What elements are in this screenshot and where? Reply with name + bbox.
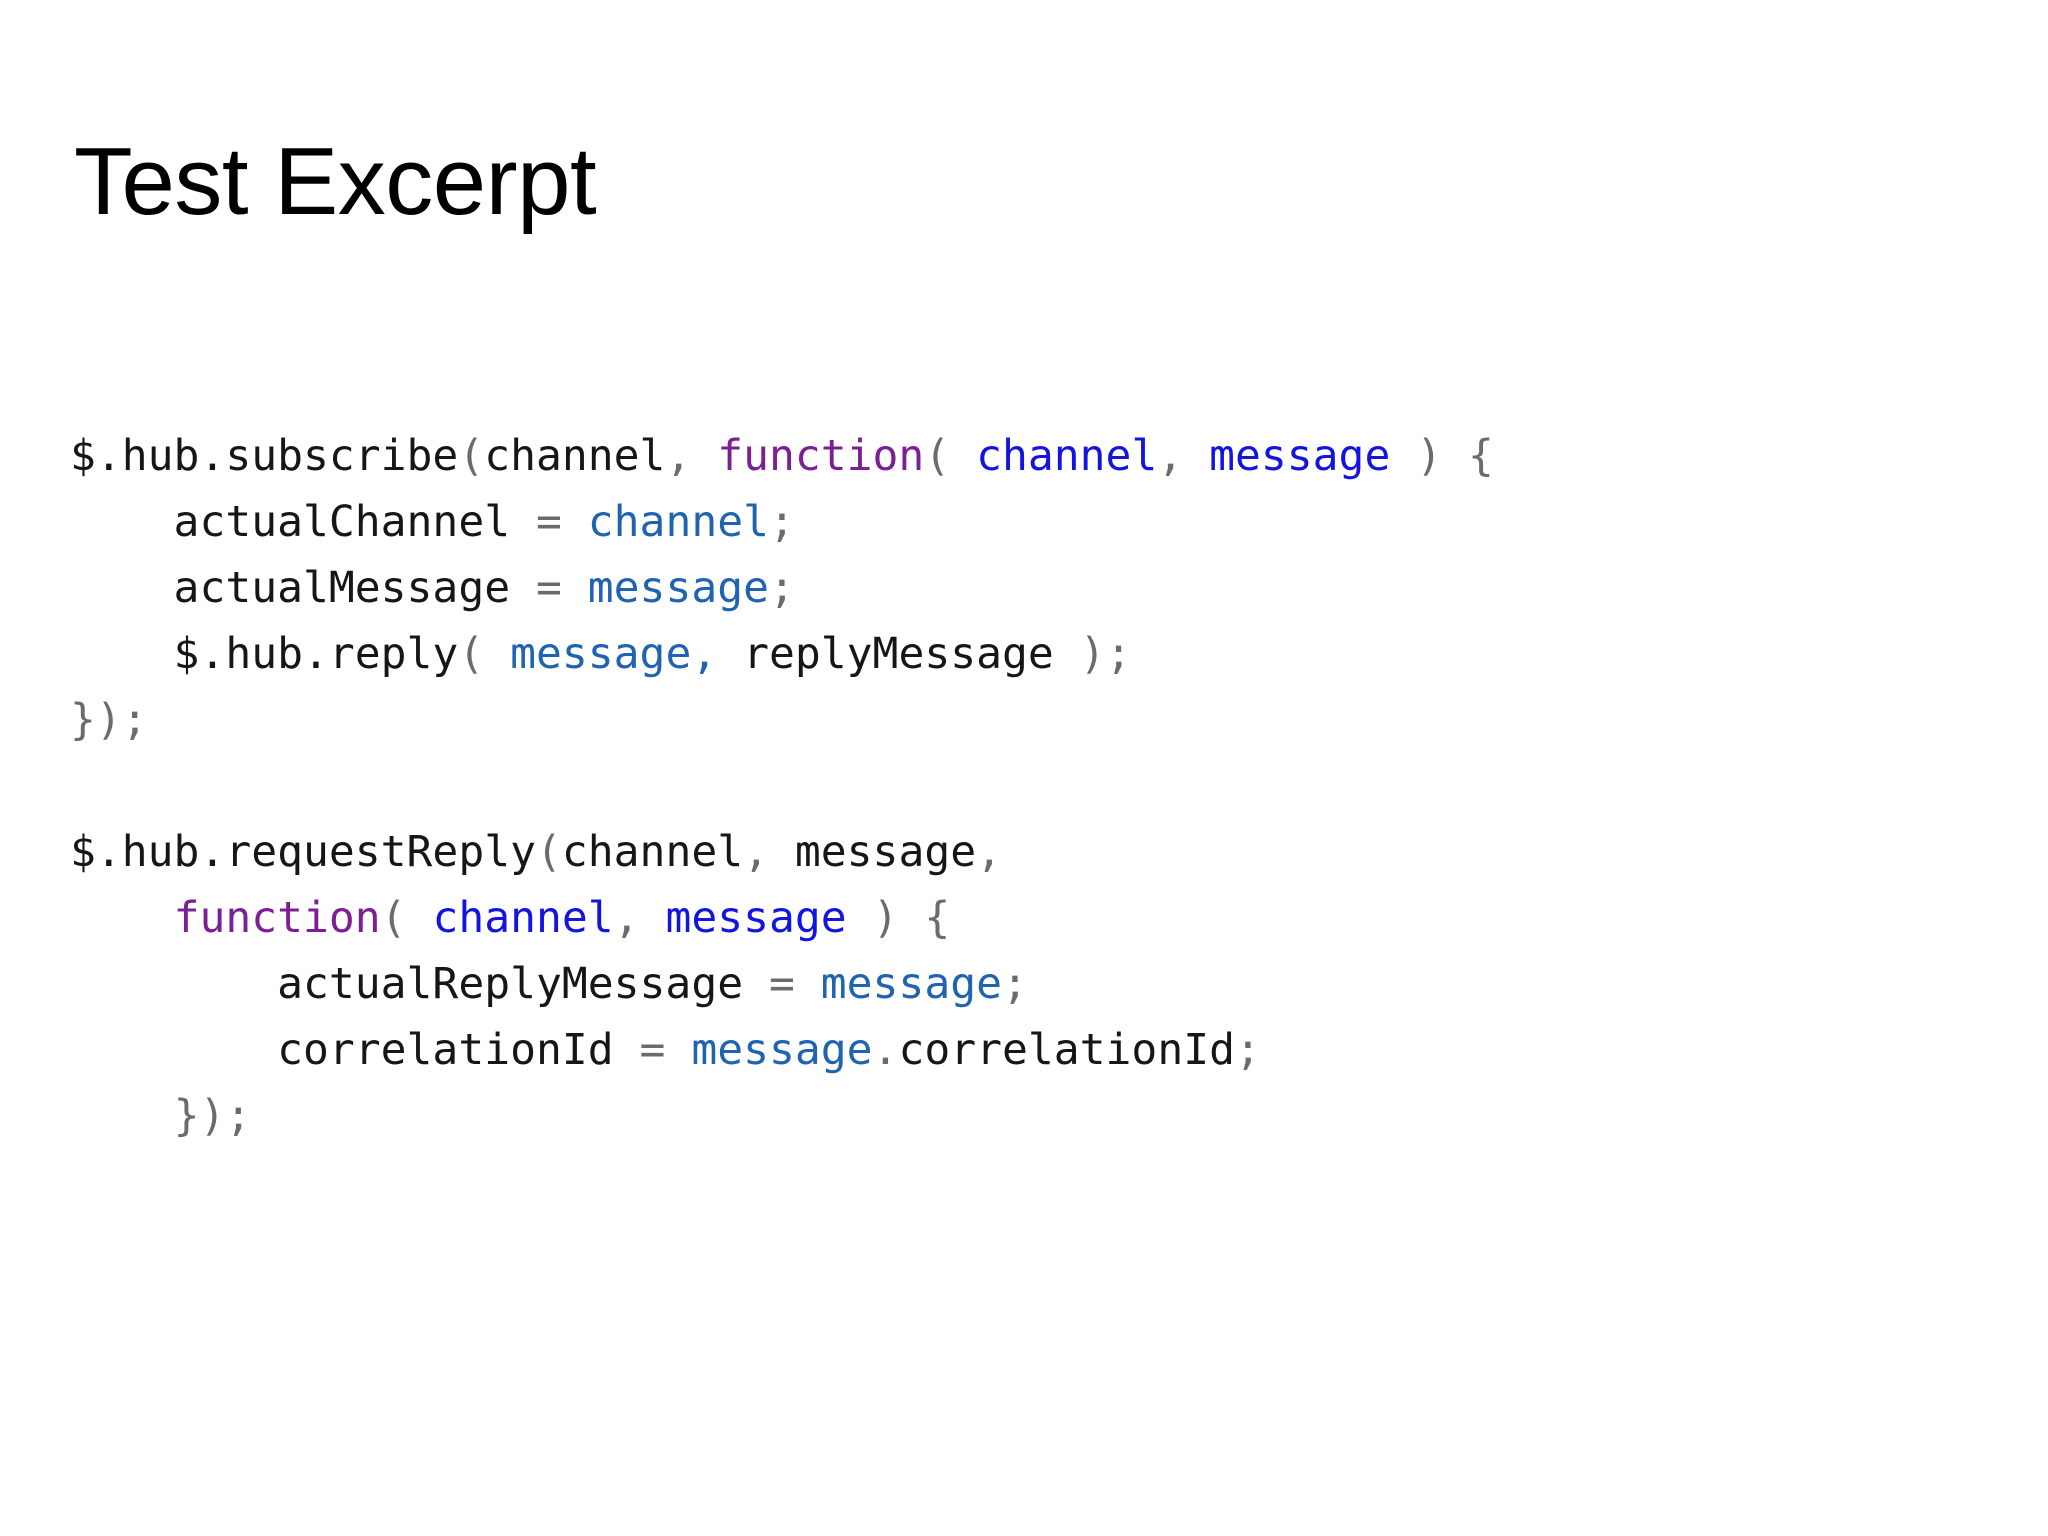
code-token: message bbox=[691, 1025, 873, 1075]
code-token: channel bbox=[587, 497, 769, 547]
code-token: $.hub.requestReply bbox=[70, 827, 536, 877]
code-token: , bbox=[665, 431, 692, 481]
code-token: ) bbox=[1416, 431, 1443, 481]
code-token bbox=[665, 1025, 691, 1075]
code-token: ) bbox=[199, 1091, 226, 1141]
code-token bbox=[1442, 431, 1468, 481]
code-token: ) bbox=[872, 893, 899, 943]
code-token: channel bbox=[484, 431, 666, 481]
code-token: replyMessage bbox=[743, 629, 1054, 679]
code-token bbox=[1054, 629, 1080, 679]
code-token: ; bbox=[225, 1091, 252, 1141]
code-token: channel bbox=[432, 893, 614, 943]
code-line: actualReplyMessage = message; bbox=[70, 951, 1494, 1017]
code-token: ( bbox=[924, 431, 951, 481]
code-token: actualReplyMessage bbox=[70, 959, 744, 1009]
code-token: ; bbox=[769, 497, 795, 547]
code-token: message bbox=[587, 563, 769, 613]
code-line: }); bbox=[70, 1083, 1494, 1149]
code-token: { bbox=[924, 893, 951, 943]
code-token bbox=[407, 893, 433, 943]
code-token bbox=[640, 893, 666, 943]
code-token: . bbox=[872, 1025, 899, 1075]
code-line: actualMessage = message; bbox=[70, 555, 1494, 621]
code-token: message bbox=[510, 629, 692, 679]
code-line: function( channel, message ) { bbox=[70, 885, 1494, 951]
code-token: ) bbox=[95, 695, 122, 745]
code-line bbox=[70, 753, 1494, 819]
code-token: message bbox=[794, 827, 977, 877]
code-token bbox=[743, 959, 769, 1009]
code-token: ; bbox=[1105, 629, 1132, 679]
code-line: }); bbox=[70, 687, 1494, 753]
code-token: $.hub.subscribe bbox=[70, 431, 459, 481]
code-token: = bbox=[536, 497, 562, 547]
code-token: } bbox=[70, 695, 96, 745]
code-token bbox=[1390, 431, 1416, 481]
code-token bbox=[562, 497, 588, 547]
code-line: $.hub.reply( message, replyMessage ); bbox=[70, 621, 1494, 687]
code-token: correlationId bbox=[898, 1025, 1235, 1075]
code-token bbox=[70, 761, 96, 811]
code-token: message bbox=[665, 893, 847, 943]
code-token: ; bbox=[769, 563, 795, 613]
code-token: actualMessage bbox=[70, 563, 511, 613]
code-token: channel bbox=[561, 827, 744, 877]
code-token bbox=[847, 893, 873, 943]
code-token bbox=[70, 1091, 174, 1141]
code-token bbox=[70, 893, 174, 943]
code-token: = bbox=[768, 959, 795, 1009]
code-token: = bbox=[639, 1025, 666, 1075]
code-token bbox=[717, 629, 743, 679]
code-token bbox=[898, 893, 924, 943]
code-token bbox=[691, 431, 717, 481]
code-token bbox=[510, 497, 536, 547]
code-token: ; bbox=[1234, 1025, 1261, 1075]
code-token bbox=[614, 1025, 640, 1075]
code-token: , bbox=[613, 893, 640, 943]
code-token bbox=[769, 827, 795, 877]
code-line: $.hub.subscribe(channel, function( chann… bbox=[70, 423, 1494, 489]
code-token: function bbox=[173, 893, 381, 943]
code-token bbox=[795, 959, 821, 1009]
code-token: ( bbox=[536, 827, 562, 877]
code-token bbox=[950, 431, 976, 481]
code-token: message bbox=[820, 959, 1002, 1009]
code-token: , bbox=[743, 827, 769, 877]
code-token bbox=[1183, 431, 1209, 481]
code-token: message bbox=[1209, 431, 1391, 481]
code-token: = bbox=[536, 563, 562, 613]
code-line: $.hub.requestReply(channel, message, bbox=[70, 819, 1494, 885]
code-token: , bbox=[1157, 431, 1184, 481]
code-token bbox=[484, 629, 510, 679]
code-excerpt-block: $.hub.subscribe(channel, function( chann… bbox=[70, 423, 1494, 1149]
code-token: correlationId bbox=[70, 1025, 614, 1075]
code-token: ( bbox=[380, 893, 407, 943]
code-token: ) bbox=[1079, 629, 1106, 679]
code-token: { bbox=[1468, 431, 1494, 481]
code-token bbox=[562, 563, 588, 613]
code-token: function bbox=[717, 431, 925, 481]
code-token: , bbox=[976, 827, 1002, 877]
code-token: } bbox=[173, 1091, 200, 1141]
code-token: $.hub.reply bbox=[70, 629, 459, 679]
page-title: Test Excerpt bbox=[74, 128, 597, 236]
code-token: ; bbox=[121, 695, 148, 745]
code-line: actualChannel = channel; bbox=[70, 489, 1494, 555]
code-token: actualChannel bbox=[70, 497, 511, 547]
code-token bbox=[510, 563, 536, 613]
code-token: channel bbox=[976, 431, 1158, 481]
code-token: , bbox=[691, 629, 718, 679]
code-line: correlationId = message.correlationId; bbox=[70, 1017, 1494, 1083]
code-token: ( bbox=[458, 629, 485, 679]
code-token: ; bbox=[1001, 959, 1028, 1009]
code-token: ( bbox=[458, 431, 485, 481]
